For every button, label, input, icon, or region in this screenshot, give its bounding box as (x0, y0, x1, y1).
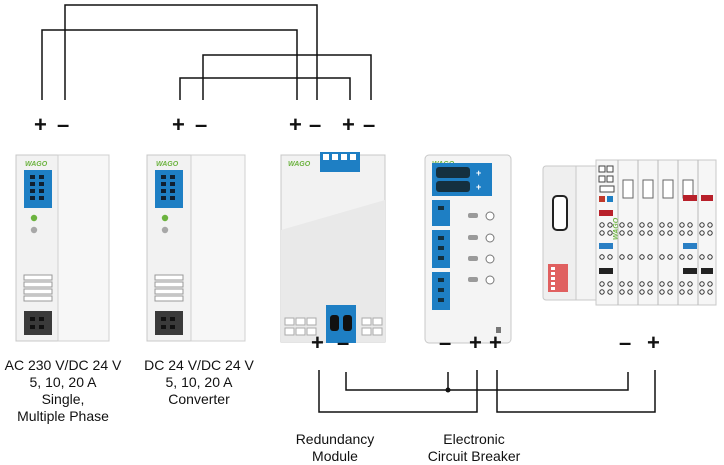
output-connector-ps2 (155, 311, 183, 335)
output-connector-ps1 (24, 311, 52, 335)
output-terminal-redundancy (326, 305, 356, 343)
electronic-circuit-breaker: WAGO + + (424, 154, 512, 344)
terminal-block-ps2 (155, 170, 183, 208)
io-status-leds (599, 195, 713, 274)
redundancy-in2-plus-terminal: + (342, 112, 355, 137)
dial-icon (485, 211, 495, 221)
ps2-plus-terminal: + (172, 112, 185, 137)
breaker-caption-line: Electronic (443, 431, 505, 447)
led-grey-icon (161, 226, 169, 234)
ps2-caption-line: 5, 10, 20 A (165, 374, 233, 390)
wago-logo-ps2: WAGO (156, 161, 179, 168)
plus-mark: + (476, 168, 481, 178)
top-wiring (41, 4, 372, 100)
redundancy-caption-line: Redundancy (295, 431, 375, 447)
breaker-minus-terminal: – (439, 330, 452, 355)
breaker-caption: Electronic Circuit Breaker (416, 431, 532, 465)
junction-dot (445, 387, 451, 393)
ps2-caption: DC 24 V/DC 24 V 5, 10, 20 A Converter (137, 357, 261, 408)
ps1-minus-terminal: – (57, 112, 70, 137)
wire-breaker-out-to-controller-plus (496, 370, 656, 413)
led-grey-icon (30, 226, 38, 234)
redundancy-out-minus-terminal: – (337, 330, 350, 355)
redundancy-caption: Redundancy Module (280, 431, 390, 465)
ps1-caption-line: 5, 10, 20 A (29, 374, 97, 390)
plus-mark: + (476, 182, 481, 192)
ps2-minus-terminal: – (195, 112, 208, 137)
ps2-caption-line: Converter (168, 391, 230, 407)
input-terminals-redundancy (320, 152, 360, 172)
sub-d-connector-icon (552, 195, 568, 231)
breaker-out-plus-terminal: + (489, 330, 502, 355)
redundancy-caption-line: Module (312, 448, 358, 464)
breaker-caption-line: Circuit Breaker (427, 448, 521, 464)
wago-logo-redundancy: WAGO (288, 161, 311, 168)
ps1-caption-line: Multiple Phase (17, 408, 109, 424)
ps1-caption-line: AC 230 V/DC 24 V (4, 357, 122, 373)
wago-logo-ps1: WAGO (25, 161, 48, 168)
wire-ps1-minus-to-redundancy-in (64, 4, 318, 100)
bottom-wiring (318, 370, 656, 413)
wire-ps2-plus-to-redundancy-in (179, 77, 351, 100)
controller-minus-terminal: – (619, 330, 632, 355)
wire-ps1-plus-to-redundancy-in (41, 29, 298, 100)
redundancy-in1-plus-terminal: + (289, 112, 302, 137)
redundancy-module: WAGO (280, 152, 386, 343)
led-green-icon (30, 214, 38, 222)
led-green-icon (161, 214, 169, 222)
dial-icon (485, 233, 495, 243)
breaker-in-plus-terminal: + (469, 330, 482, 355)
ps2-caption-line: DC 24 V/DC 24 V (144, 357, 254, 373)
redundancy-out-plus-terminal: + (311, 330, 324, 355)
dip-switch-icon (548, 264, 568, 292)
power-supply-ac-dc: WAGO (15, 154, 110, 342)
redundancy-in1-minus-terminal: – (309, 112, 322, 137)
wire-redundancy-plus-to-breaker-plus (318, 370, 478, 413)
ps1-caption-line: Single, (41, 391, 85, 407)
ps1-caption: AC 230 V/DC 24 V 5, 10, 20 A Single, Mul… (0, 357, 126, 425)
wago-logo-controller: WAGO (613, 217, 620, 240)
dial-icon (485, 275, 495, 285)
terminal-block-ps1 (24, 170, 52, 208)
power-supply-dc-dc: WAGO (146, 154, 246, 342)
redundancy-in2-minus-terminal: – (363, 112, 376, 137)
current-setting-dials (485, 211, 495, 285)
wire-redundancy-minus-to-controller-minus (345, 372, 629, 391)
controller-with-io-modules: WAGO (542, 159, 717, 306)
ps1-plus-terminal: + (34, 112, 47, 137)
controller-plus-terminal: + (647, 330, 660, 355)
dial-icon (485, 254, 495, 264)
